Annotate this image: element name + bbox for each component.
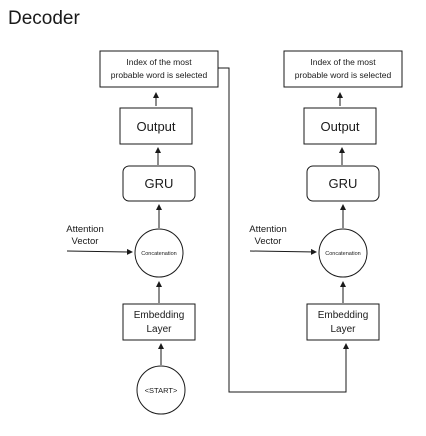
concatenation-label-right: Concatenation: [325, 251, 360, 257]
start-token-label: <START>: [145, 386, 178, 395]
output-label-right: Output: [320, 119, 359, 134]
embedding-label-line1-left: Embedding: [134, 310, 185, 321]
attention-label-line1-left: Attention: [66, 224, 104, 235]
decoder-step-left: Index of the most probable word is selec…: [66, 50, 219, 415]
gru-label-left: GRU: [145, 176, 174, 191]
concatenation-label-left: Concatenation: [141, 251, 176, 257]
index-label-line1-right: Index of the most: [310, 57, 376, 67]
attention-label-line2-left: Vector: [72, 236, 99, 247]
embedding-label-line2-left: Layer: [146, 324, 172, 335]
concatenation-node-left: Concatenation: [134, 228, 184, 278]
output-box-right: Output: [303, 107, 377, 145]
decoder-step-right: Index of the most probable word is selec…: [249, 50, 403, 341]
embedding-label-line2-right: Layer: [330, 324, 356, 335]
feedback-connector: [218, 67, 349, 393]
index-label-line1-left: Index of the most: [126, 57, 192, 67]
attention-label-line2-right: Vector: [255, 236, 282, 247]
index-label-line2-left: probable word is selected: [111, 70, 208, 80]
embedding-box-left: Embedding Layer: [122, 303, 196, 341]
concatenation-node-right: Concatenation: [318, 228, 368, 278]
index-selection-box-right: Index of the most probable word is selec…: [283, 50, 403, 88]
output-label-left: Output: [136, 119, 175, 134]
index-selection-box-left: Index of the most probable word is selec…: [99, 50, 219, 88]
gru-label-right: GRU: [329, 176, 358, 191]
index-label-line2-right: probable word is selected: [295, 70, 392, 80]
gru-box-left: GRU: [122, 165, 196, 202]
diagram-title: Decoder: [8, 8, 80, 29]
arrow-attention-to-concat-right: [249, 248, 317, 255]
attention-label-line1-right: Attention: [249, 224, 287, 235]
embedding-box-right: Embedding Layer: [306, 303, 380, 341]
output-box-left: Output: [119, 107, 193, 145]
embedding-label-line1-right: Embedding: [318, 310, 369, 321]
gru-box-right: GRU: [306, 165, 380, 202]
start-token-node: <START>: [136, 365, 186, 415]
arrow-attention-to-concat-left: [66, 248, 133, 255]
